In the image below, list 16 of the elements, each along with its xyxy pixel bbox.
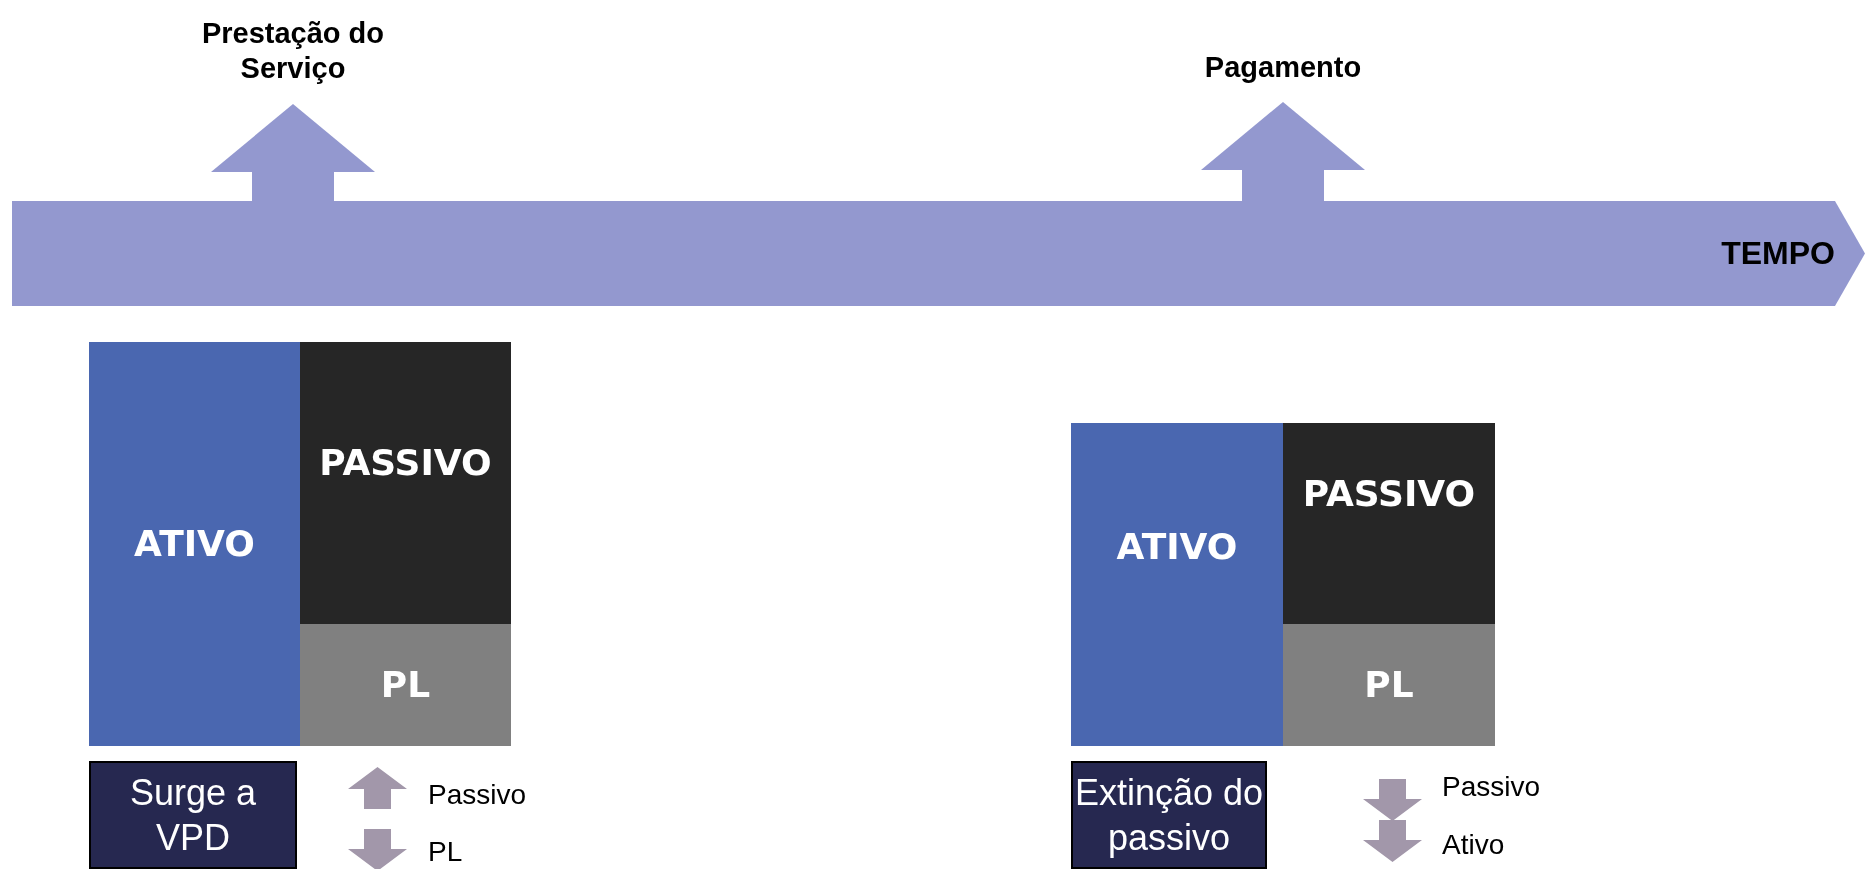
change-label: PL (428, 836, 463, 868)
change-label: Passivo (428, 779, 527, 811)
equity-block: PL (1283, 624, 1495, 746)
event-box: Surge a VPD (89, 761, 297, 869)
event-box: Extinção do passivo (1071, 761, 1267, 869)
event-label: Prestação do Serviço (193, 10, 393, 92)
liability-block: PASSIVO (300, 342, 511, 624)
asset-block: ATIVO (1071, 423, 1283, 746)
liability-block: PASSIVO (1283, 423, 1495, 624)
change-label: Passivo (1442, 771, 1541, 803)
event-label: Pagamento (1163, 44, 1403, 90)
block-arrow (211, 104, 375, 202)
block-arrow (1201, 102, 1365, 202)
change-label: Ativo (1442, 829, 1505, 861)
asset-block: ATIVO (89, 342, 300, 746)
equity-block: PL (300, 624, 511, 746)
